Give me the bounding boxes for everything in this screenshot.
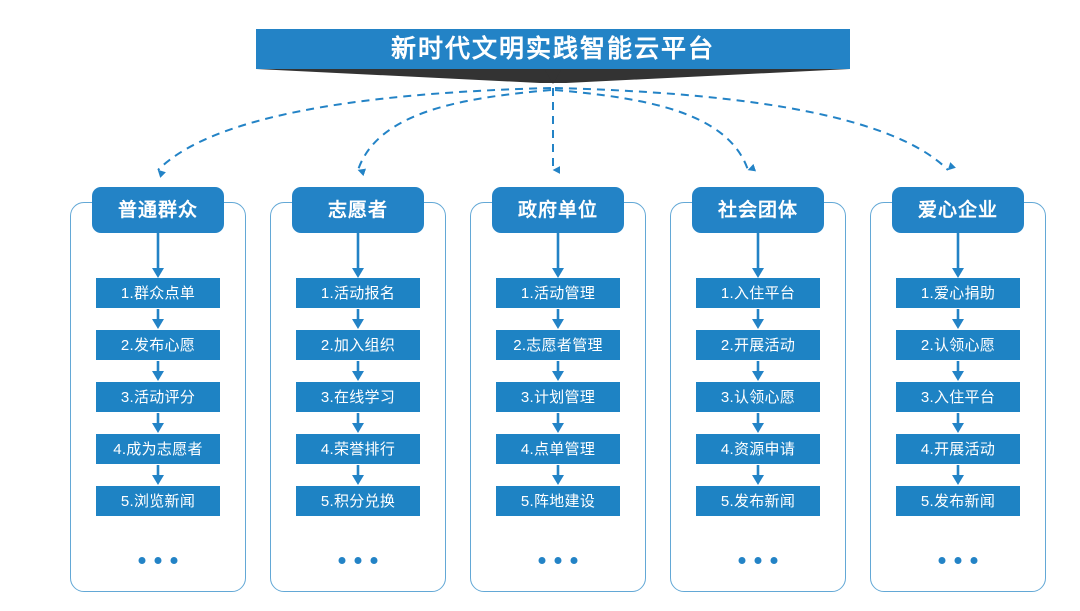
column-item-list: 1.群众点单 2.发布心愿 3.活动评分 4.成为志愿者 5.浏览新闻 (96, 278, 220, 516)
page-title: 新时代文明实践智能云平台 (390, 34, 715, 63)
down-arrow-icon (352, 465, 364, 485)
column-item-list: 1.活动管理 2.志愿者管理 3.计划管理 4.点单管理 5.阵地建设 (496, 278, 620, 516)
header-to-item-arrow (152, 233, 164, 278)
more-items-ellipsis (738, 557, 778, 564)
list-item[interactable]: 4.点单管理 (496, 434, 620, 464)
column-header-1[interactable]: 普通群众 (92, 187, 224, 233)
header-to-item-arrow (952, 233, 964, 278)
dot-icon (938, 557, 946, 564)
dot-icon (538, 557, 546, 564)
list-item[interactable]: 5.浏览新闻 (96, 486, 220, 516)
list-item[interactable]: 4.资源申请 (696, 434, 820, 464)
list-item[interactable]: 2.加入组织 (296, 330, 420, 360)
down-arrow-icon (752, 465, 764, 485)
column-header-5[interactable]: 爱心企业 (892, 187, 1024, 233)
list-item[interactable]: 3.计划管理 (496, 382, 620, 412)
list-item[interactable]: 1.活动报名 (296, 278, 420, 308)
list-item[interactable]: 3.在线学习 (296, 382, 420, 412)
list-item[interactable]: 5.阵地建设 (496, 486, 620, 516)
dot-icon (170, 557, 178, 564)
list-item[interactable]: 4.成为志愿者 (96, 434, 220, 464)
column-header-3[interactable]: 政府单位 (492, 187, 624, 233)
header-to-item-arrow (552, 233, 564, 278)
dot-icon (738, 557, 746, 564)
dot-icon (338, 557, 346, 564)
header-to-item-arrow (752, 233, 764, 278)
column-header-2[interactable]: 志愿者 (292, 187, 424, 233)
role-column-政府单位: 政府单位 1.活动管理 2.志愿者管理 3.计划管理 4.点单管理 (470, 187, 646, 592)
dot-icon (370, 557, 378, 564)
dashed-connector-4 (554, 89, 757, 172)
down-arrow-icon (952, 413, 964, 433)
list-item[interactable]: 2.志愿者管理 (496, 330, 620, 360)
dot-icon (770, 557, 778, 564)
role-column-社会团体: 社会团体 1.入住平台 2.开展活动 3.认领心愿 4.资源申请 (670, 187, 846, 592)
dot-icon (954, 557, 962, 564)
column-header-label: 爱心企业 (917, 199, 998, 221)
dot-icon (354, 557, 362, 564)
down-arrow-icon (752, 309, 764, 329)
down-arrow-icon (152, 413, 164, 433)
down-arrow-icon (552, 361, 564, 381)
list-item[interactable]: 4.荣誉排行 (296, 434, 420, 464)
down-arrow-icon (552, 309, 564, 329)
down-arrow-icon (552, 465, 564, 485)
list-item[interactable]: 1.入住平台 (696, 278, 820, 308)
more-items-ellipsis (538, 557, 578, 564)
list-item[interactable]: 3.活动评分 (96, 382, 220, 412)
down-arrow-icon (552, 413, 564, 433)
list-item[interactable]: 3.入住平台 (896, 382, 1020, 412)
down-arrow-icon (152, 309, 164, 329)
role-column-普通群众: 普通群众 1.群众点单 2.发布心愿 3.活动评分 4.成为志愿者 (70, 187, 246, 592)
column-header-label: 普通群众 (117, 199, 198, 221)
header-to-item-arrow (352, 233, 364, 278)
list-item[interactable]: 1.爱心捐助 (896, 278, 1020, 308)
list-item[interactable]: 3.认领心愿 (696, 382, 820, 412)
dashed-connector-2 (357, 89, 552, 177)
role-column-志愿者: 志愿者 1.活动报名 2.加入组织 3.在线学习 4.荣誉排行 (270, 187, 446, 592)
column-header-4[interactable]: 社会团体 (692, 187, 824, 233)
dashed-connector-1 (157, 87, 552, 178)
down-arrow-icon (152, 465, 164, 485)
more-items-ellipsis (138, 557, 178, 564)
down-arrow-icon (752, 361, 764, 381)
more-items-ellipsis (938, 557, 978, 564)
down-arrow-icon (352, 309, 364, 329)
column-header-label: 志愿者 (327, 199, 388, 221)
dot-icon (754, 557, 762, 564)
down-arrow-icon (752, 413, 764, 433)
down-arrow-icon (352, 361, 364, 381)
column-item-list: 1.入住平台 2.开展活动 3.认领心愿 4.资源申请 5.发布新闻 (696, 278, 820, 516)
list-item[interactable]: 5.发布新闻 (896, 486, 1020, 516)
column-header-label: 社会团体 (717, 199, 798, 221)
down-arrow-icon (952, 309, 964, 329)
dashed-connector-5 (554, 87, 956, 171)
dot-icon (970, 557, 978, 564)
column-item-list: 1.活动报名 2.加入组织 3.在线学习 4.荣誉排行 5.积分兑换 (296, 278, 420, 516)
column-header-label: 政府单位 (517, 199, 598, 221)
list-item[interactable]: 4.开展活动 (896, 434, 1020, 464)
dot-icon (570, 557, 578, 564)
down-arrow-icon (952, 465, 964, 485)
list-item[interactable]: 2.发布心愿 (96, 330, 220, 360)
dot-icon (138, 557, 146, 564)
dot-icon (554, 557, 562, 564)
more-items-ellipsis (338, 557, 378, 564)
column-item-list: 1.爱心捐助 2.认领心愿 3.入住平台 4.开展活动 5.发布新闻 (896, 278, 1020, 516)
down-arrow-icon (152, 361, 164, 381)
down-arrow-icon (952, 361, 964, 381)
dot-icon (154, 557, 162, 564)
list-item[interactable]: 1.活动管理 (496, 278, 620, 308)
list-item[interactable]: 2.开展活动 (696, 330, 820, 360)
list-item[interactable]: 5.发布新闻 (696, 486, 820, 516)
down-arrow-icon (352, 413, 364, 433)
list-item[interactable]: 1.群众点单 (96, 278, 220, 308)
banner-caret-icon (545, 70, 561, 84)
list-item[interactable]: 5.积分兑换 (296, 486, 420, 516)
list-item[interactable]: 2.认领心愿 (896, 330, 1020, 360)
platform-title-banner: 新时代文明实践智能云平台 (256, 29, 850, 69)
role-column-爱心企业: 爱心企业 1.爱心捐助 2.认领心愿 3.入住平台 4.开展活动 (870, 187, 1046, 592)
